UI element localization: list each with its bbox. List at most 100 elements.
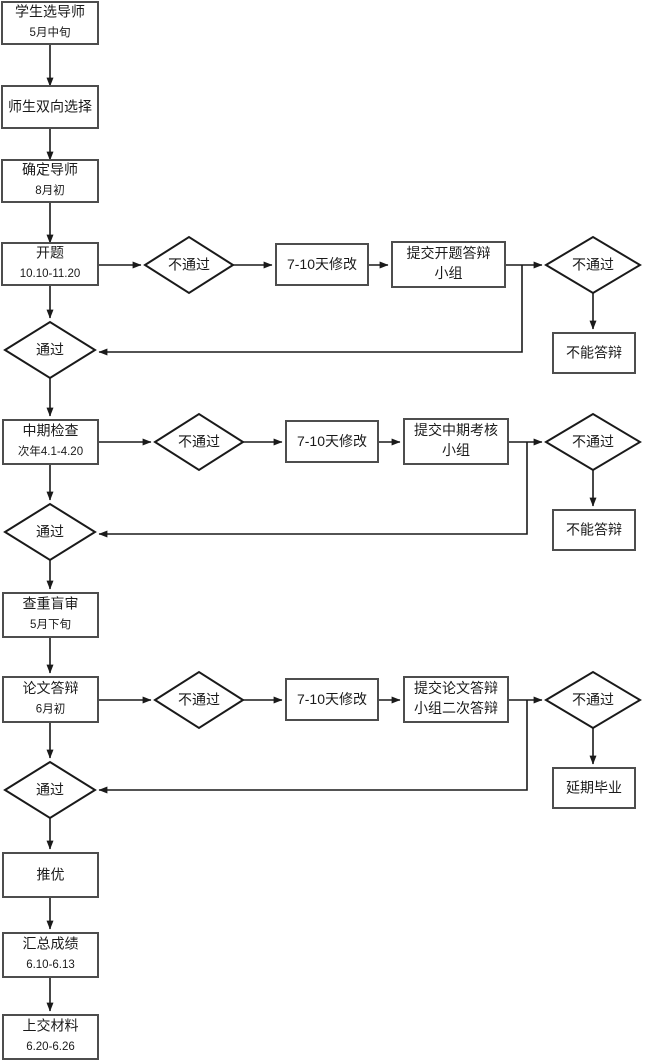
edge-n15-to-d9 xyxy=(98,700,528,794)
rect-shape xyxy=(2,932,99,978)
node-title: 不能答辩 xyxy=(566,345,622,361)
node-不通过[interactable]: 不通过 xyxy=(544,235,642,295)
node-title: 学生选导师 xyxy=(15,4,85,20)
rect-shape xyxy=(2,1014,99,1060)
node-推优[interactable]: 推优 xyxy=(2,852,99,898)
rect-shape xyxy=(285,420,379,463)
node-title: 上交材料 xyxy=(23,1018,79,1034)
rect-shape xyxy=(2,592,99,638)
edge-n10-to-d6 xyxy=(98,442,528,538)
node-title: 中期检查 xyxy=(23,423,79,439)
rect-shape xyxy=(2,676,99,723)
diamond-label: 不通过 xyxy=(572,692,614,708)
node-title: 7-10天修改 xyxy=(287,256,357,272)
rect-shape xyxy=(552,332,636,374)
diamond-shape xyxy=(3,502,97,562)
rect-shape xyxy=(552,767,636,809)
diamond-label: 通过 xyxy=(36,782,64,798)
diamond-label: 不通过 xyxy=(572,434,614,450)
rect-shape xyxy=(1,85,99,129)
node-师生双向选择[interactable]: 师生双向选择 xyxy=(1,85,99,129)
node-title: 查重盲审 xyxy=(23,596,79,612)
node-title: 论文答辩 xyxy=(23,680,79,696)
node-title: 确定导师 xyxy=(22,162,78,178)
diamond-shape xyxy=(544,670,642,730)
node-不通过[interactable]: 不通过 xyxy=(153,412,245,472)
diamond-label: 不通过 xyxy=(572,257,614,273)
node-subtitle: 5月下旬 xyxy=(30,618,71,631)
node-subtitle: 10.10-11.20 xyxy=(20,268,81,280)
node-不能答辩[interactable]: 不能答辩 xyxy=(552,509,636,551)
node-subtitle: 6.10-6.13 xyxy=(26,959,75,971)
node-不能答辩[interactable]: 不能答辩 xyxy=(552,332,636,374)
rect-shape xyxy=(403,418,509,465)
node-不通过[interactable]: 不通过 xyxy=(143,235,235,295)
rect-shape xyxy=(2,852,99,898)
node-不通过[interactable]: 不通过 xyxy=(544,670,642,730)
rect-shape xyxy=(403,676,509,723)
diamond-label: 不通过 xyxy=(178,434,220,450)
node-7-10天修改[interactable]: 7-10天修改 xyxy=(285,678,379,721)
rect-shape xyxy=(1,242,99,286)
diamond-label: 通过 xyxy=(36,524,64,540)
rect-shape xyxy=(275,243,369,286)
rect-shape xyxy=(1,1,99,45)
diamond-shape xyxy=(153,412,245,472)
node-title: 不能答辩 xyxy=(566,522,622,538)
node-subtitle: 8月初 xyxy=(35,183,64,197)
diamond-shape xyxy=(544,412,642,472)
node-不通过[interactable]: 不通过 xyxy=(153,670,245,730)
node-subtitle: 小组二次答辩 xyxy=(414,700,498,716)
diamond-label: 通过 xyxy=(36,342,64,358)
node-title: 7-10天修改 xyxy=(297,691,367,707)
diamond-label: 不通过 xyxy=(168,257,210,273)
node-title: 师生双向选择 xyxy=(8,99,92,115)
node-7-10天修改[interactable]: 7-10天修改 xyxy=(285,420,379,463)
diamond-shape xyxy=(3,320,97,380)
node-title: 开题 xyxy=(36,245,64,261)
node-subtitle: 小组 xyxy=(442,442,470,458)
node-学生选导师[interactable]: 学生选导师 5月中旬 xyxy=(1,1,99,45)
rect-shape xyxy=(391,241,506,288)
node-title: 7-10天修改 xyxy=(297,433,367,449)
rect-shape xyxy=(2,419,99,465)
node-通过[interactable]: 通过 xyxy=(3,502,97,562)
rect-shape xyxy=(552,509,636,551)
node-subtitle: 6.20-6.26 xyxy=(26,1041,75,1053)
node-subtitle: 6月初 xyxy=(36,702,65,716)
node-subtitle: 5月中旬 xyxy=(30,26,71,39)
edges-layer xyxy=(46,44,597,1012)
edge-n6-to-d3 xyxy=(98,265,523,356)
node-论文答辩[interactable]: 论文答辩 6月初 xyxy=(2,676,99,723)
node-上交材料[interactable]: 上交材料 6.20-6.26 xyxy=(2,1014,99,1060)
node-subtitle: 小组 xyxy=(435,265,463,281)
node-7-10天修改[interactable]: 7-10天修改 xyxy=(275,243,369,286)
diamond-label: 不通过 xyxy=(178,692,220,708)
diamond-shape xyxy=(153,670,245,730)
rect-shape xyxy=(1,159,99,203)
node-title: 提交中期考核 xyxy=(414,422,498,438)
node-title: 推优 xyxy=(37,867,65,883)
node-subtitle: 次年4.1-4.20 xyxy=(18,444,83,458)
node-通过[interactable]: 通过 xyxy=(3,760,97,820)
diamond-shape xyxy=(143,235,235,295)
diamond-shape xyxy=(3,760,97,820)
node-开题[interactable]: 开题 10.10-11.20 xyxy=(1,242,99,286)
node-title: 提交论文答辩 xyxy=(414,680,498,696)
node-通过[interactable]: 通过 xyxy=(3,320,97,380)
node-查重盲审[interactable]: 查重盲审 5月下旬 xyxy=(2,592,99,638)
rect-shape xyxy=(285,678,379,721)
node-title: 延期毕业 xyxy=(566,780,622,796)
node-title: 提交开题答辩 xyxy=(407,245,491,261)
diamond-shape xyxy=(544,235,642,295)
node-延期毕业[interactable]: 延期毕业 xyxy=(552,767,636,809)
node-不通过[interactable]: 不通过 xyxy=(544,412,642,472)
node-确定导师[interactable]: 确定导师 8月初 xyxy=(1,159,99,203)
